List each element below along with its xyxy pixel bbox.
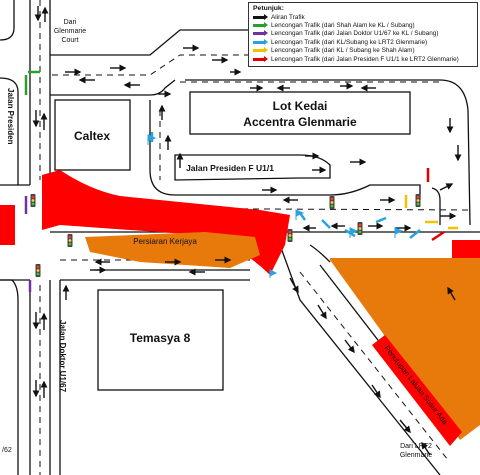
traffic-light-icon: [415, 194, 421, 207]
lot-kedai-label-2: Accentra Glenmarie: [243, 115, 357, 129]
legend-label: Aliran Trafik: [271, 13, 305, 21]
road-edge-top-left-block: [0, 0, 15, 41]
traffic-light-icon: [30, 194, 36, 207]
traffic-arrows: [32, 6, 462, 456]
traffic-light-icon: [329, 196, 335, 209]
legend-label: Lencongan Trafik (dari Jalan Presiden F …: [271, 55, 459, 63]
flag-icon: [269, 269, 278, 278]
traffic-light-icon: [357, 222, 363, 235]
legend-arrow-icon: [253, 55, 268, 62]
traffic-light-icon: [35, 264, 41, 277]
lot-kedai-label-1: Lot Kedai: [273, 99, 328, 113]
traffic-light-icon: [67, 234, 73, 247]
legend-arrow-icon: [253, 38, 268, 45]
legend-arrow-icon: [253, 47, 268, 54]
legend-title: Petunjuk:: [253, 5, 284, 12]
glenmarie-court-line-2: Glenmarie: [54, 28, 86, 35]
legend-arrow-icon: [253, 22, 268, 29]
detour-blue-arrow-5: [375, 216, 387, 224]
legend-label: Lencongan Trafik (dari Jalan Doktor U1/6…: [271, 30, 439, 38]
jalan-presiden-label: Jalan Presiden: [6, 88, 15, 145]
legend-detour-yellow: Lencongan Trafik (dari KL / Subang ke Sh…: [253, 47, 473, 55]
caltex-label: Caltex: [74, 129, 110, 143]
lot-kedai-building: [189, 91, 411, 135]
detour-blue-arrow-3: [321, 219, 331, 229]
temasya-8-building: [97, 289, 224, 391]
legend-label: Lencongan Trafik (dari Shah Alam ke KL /…: [271, 22, 415, 30]
legend-arrow-icon: [253, 30, 268, 37]
dari-glenmarie-court-label: Dari Glenmarie Court: [54, 19, 86, 44]
legend-detour-red: Lencongan Trafik (dari Jalan Presiden F …: [253, 55, 473, 63]
flag-icon: [394, 227, 404, 238]
persiaran-kerjaya-label: Persiaran Kerjaya: [133, 237, 197, 246]
edge-62-label: /62: [2, 447, 12, 454]
legend-label: Lencongan Trafik (dari KL / Subang ke Sh…: [271, 47, 415, 55]
closure-zone-ramp: [372, 335, 462, 446]
legend-flow: Aliran Trafik: [253, 13, 473, 21]
traffic-light-icon: [287, 229, 293, 242]
flag-icon: [349, 227, 359, 238]
glenmarie-court-line-1: Dari: [64, 19, 77, 26]
jalan-doktor-label: Jalan Doktor U1/67: [58, 320, 67, 393]
legend-detour-blue: Lencongan Trafik (dari KL/Subang ke LRT2…: [253, 38, 473, 46]
closure-zone-east-edge: [452, 240, 480, 258]
construction-area-east: [330, 258, 480, 440]
legend-arrow-icon: [253, 13, 268, 20]
legend-detour-purple: Lencongan Trafik (dari Jalan Doktor U1/6…: [253, 30, 473, 38]
dari-lrt2-label-2: Glenmarie: [400, 452, 432, 459]
traffic-lights: [30, 194, 421, 277]
flag-icon: [147, 134, 157, 145]
jalan-presiden-f-island: [174, 154, 331, 181]
flag-icon: [295, 209, 305, 220]
closure-zone-main: [42, 170, 290, 275]
caltex-building: [54, 99, 131, 171]
flag-markers: [147, 134, 404, 278]
temasya-8-label: Temasya 8: [130, 331, 191, 345]
legend-label: Lencongan Trafik (dari KL/Subang ke LRT2…: [271, 38, 428, 46]
glenmarie-court-line-3: Court: [61, 37, 78, 44]
legend-detour-green: Lencongan Trafik (dari Shah Alam ke KL /…: [253, 21, 473, 29]
dari-lrt2-label-1: Dari LRT2: [400, 443, 432, 450]
detour-red-arrow-2: [431, 230, 445, 242]
closure-zone-left-edge: [0, 205, 15, 245]
jalan-presiden-f-label: Jalan Presiden F U1/1: [186, 163, 274, 173]
construction-area-persiaran: [85, 232, 260, 268]
detour-blue-arrow-6: [409, 229, 421, 239]
